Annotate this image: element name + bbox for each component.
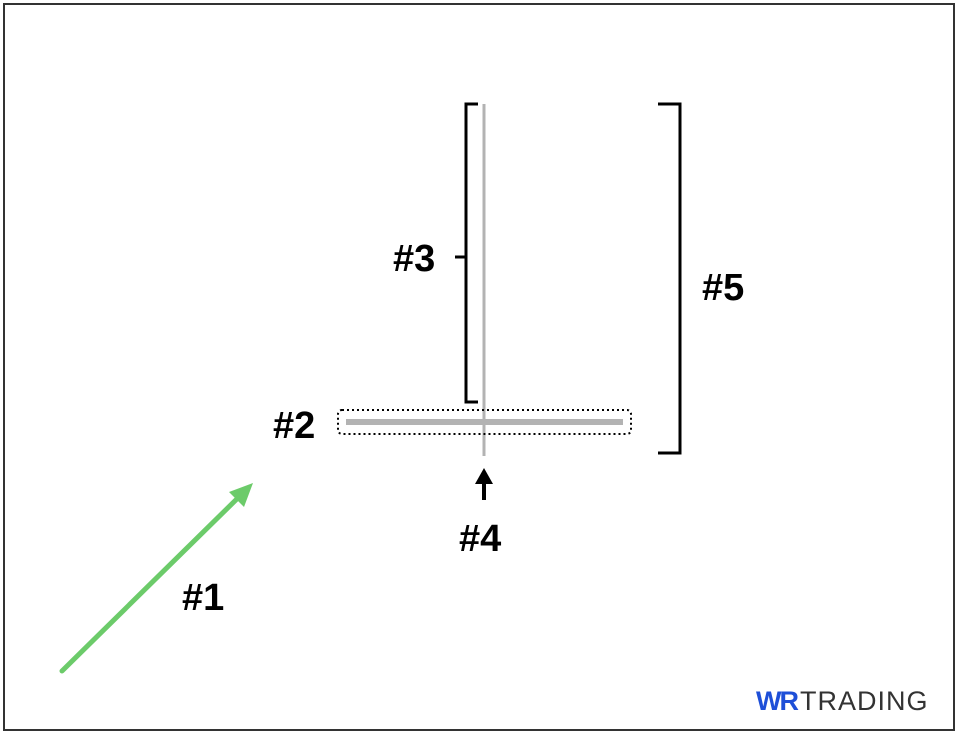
wr-trading-logo: WR TRADING <box>756 686 929 716</box>
label-3: #3 <box>393 238 435 280</box>
label-2: #2 <box>273 405 315 447</box>
upper-wick-bracket <box>464 102 478 404</box>
label-1: #1 <box>182 577 224 619</box>
candle-body <box>346 419 623 425</box>
body-highlight-box <box>337 409 632 435</box>
close-arrow <box>475 468 493 500</box>
diagram-frame <box>3 3 955 731</box>
logo-brand: WR <box>756 686 798 716</box>
trend-arrow <box>59 483 253 674</box>
logo-name: TRADING <box>800 686 929 716</box>
full-range-bracket <box>658 102 682 455</box>
label-5: #5 <box>702 267 744 309</box>
label-4: #4 <box>459 518 501 560</box>
